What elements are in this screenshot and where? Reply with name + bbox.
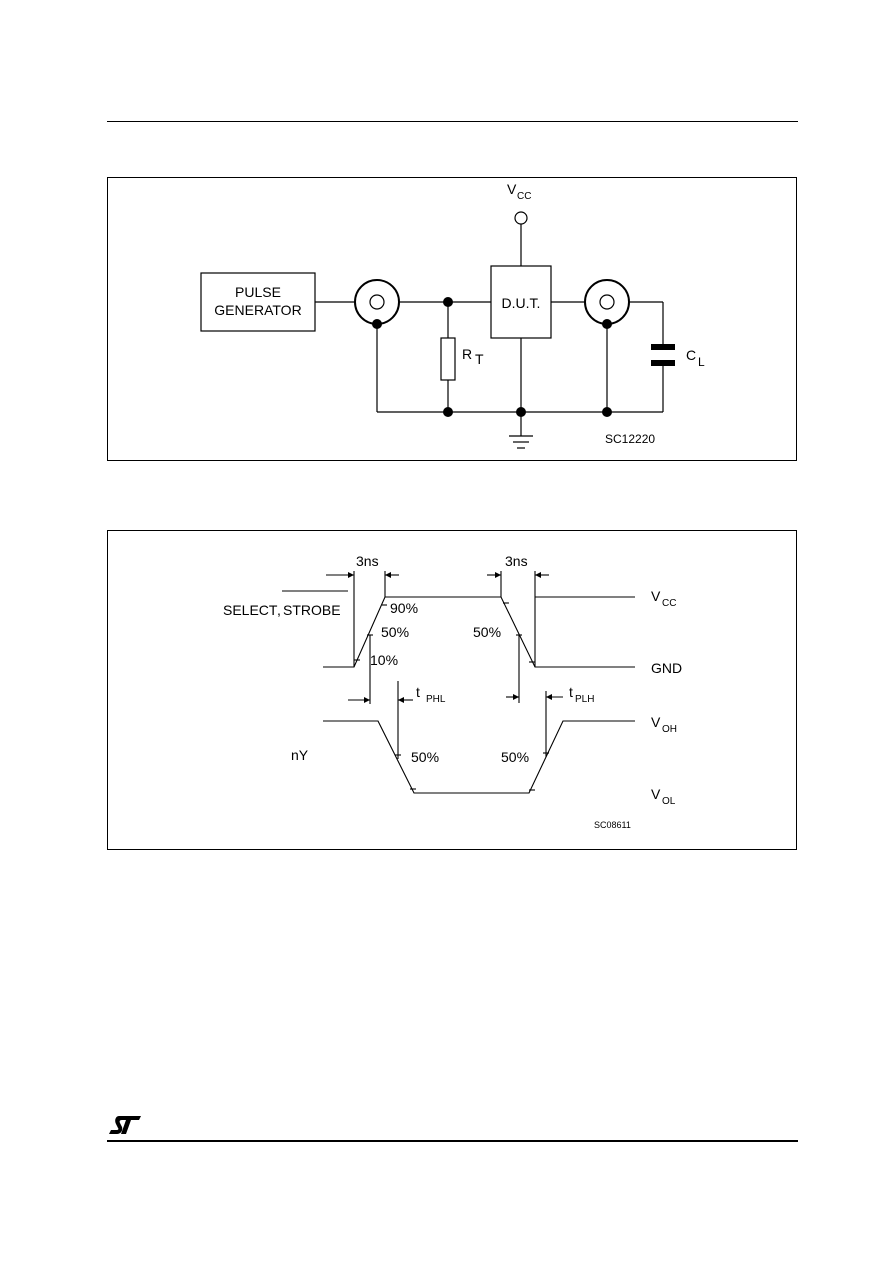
fall-time-label: 3ns bbox=[505, 553, 528, 569]
tplh-label-sub: PLH bbox=[575, 694, 594, 705]
vcc-label: V bbox=[507, 181, 517, 197]
cl-label: C bbox=[686, 347, 696, 363]
pct-50-output-rise-label: 50% bbox=[501, 749, 529, 765]
pct-90-label: 90% bbox=[390, 600, 418, 616]
tphl-label: t bbox=[416, 684, 420, 700]
vcc-terminal bbox=[514, 211, 528, 225]
output-waveform bbox=[323, 720, 635, 794]
strobe-label: STROBE bbox=[283, 602, 341, 618]
select-label: SELECT bbox=[223, 602, 278, 618]
st-logo: ST bbox=[107, 1114, 143, 1136]
switching-waveform-diagram: 3ns 3ns SELECT , STROBE 90% 50% 10% 50% … bbox=[223, 553, 682, 830]
rt-resistor bbox=[440, 337, 456, 381]
rt-label: R bbox=[462, 346, 472, 362]
pulse-generator-label-2: GENERATOR bbox=[214, 302, 301, 318]
figure-code: SC08611 bbox=[594, 820, 631, 830]
pct-10-label: 10% bbox=[370, 652, 398, 668]
vol-label: V bbox=[651, 786, 661, 802]
pct-50-input-fall-label: 50% bbox=[473, 624, 501, 640]
ny-label: nY bbox=[291, 747, 309, 763]
rt-label-sub: T bbox=[475, 351, 484, 367]
vcc-label: V bbox=[651, 588, 661, 604]
pulse-generator-label-1: PULSE bbox=[235, 284, 281, 300]
dut-label: D.U.T. bbox=[502, 295, 541, 311]
waveform-figure: 3ns 3ns SELECT , STROBE 90% 50% 10% 50% … bbox=[107, 530, 797, 850]
test-circuit-diagram: PULSE GENERATOR D.U.T. V CC R T C L SC12… bbox=[200, 181, 705, 449]
figure-code: SC12220 bbox=[605, 432, 655, 446]
header-rule bbox=[107, 121, 798, 122]
coax-connector-in bbox=[354, 279, 400, 325]
vol-label-sub: OL bbox=[662, 796, 676, 807]
cl-capacitor bbox=[651, 344, 675, 350]
vcc-label-sub: CC bbox=[517, 191, 531, 202]
cl-label-sub: L bbox=[698, 355, 705, 369]
voh-label-sub: OH bbox=[662, 724, 677, 735]
footer-rule bbox=[107, 1140, 798, 1142]
test-circuit-figure: PULSE GENERATOR D.U.T. V CC R T C L SC12… bbox=[107, 177, 797, 461]
vcc-label-sub: CC bbox=[662, 598, 676, 609]
pct-50-input-rise-label: 50% bbox=[381, 624, 409, 640]
input-waveform bbox=[323, 596, 635, 668]
voh-label: V bbox=[651, 714, 661, 730]
rise-time-label: 3ns bbox=[356, 553, 379, 569]
pct-50-output-fall-label: 50% bbox=[411, 749, 439, 765]
tplh-label: t bbox=[569, 684, 573, 700]
separator-label: , bbox=[277, 602, 281, 618]
tphl-label-sub: PHL bbox=[426, 694, 446, 705]
gnd-label: GND bbox=[651, 660, 682, 676]
coax-connector-out bbox=[584, 279, 630, 325]
